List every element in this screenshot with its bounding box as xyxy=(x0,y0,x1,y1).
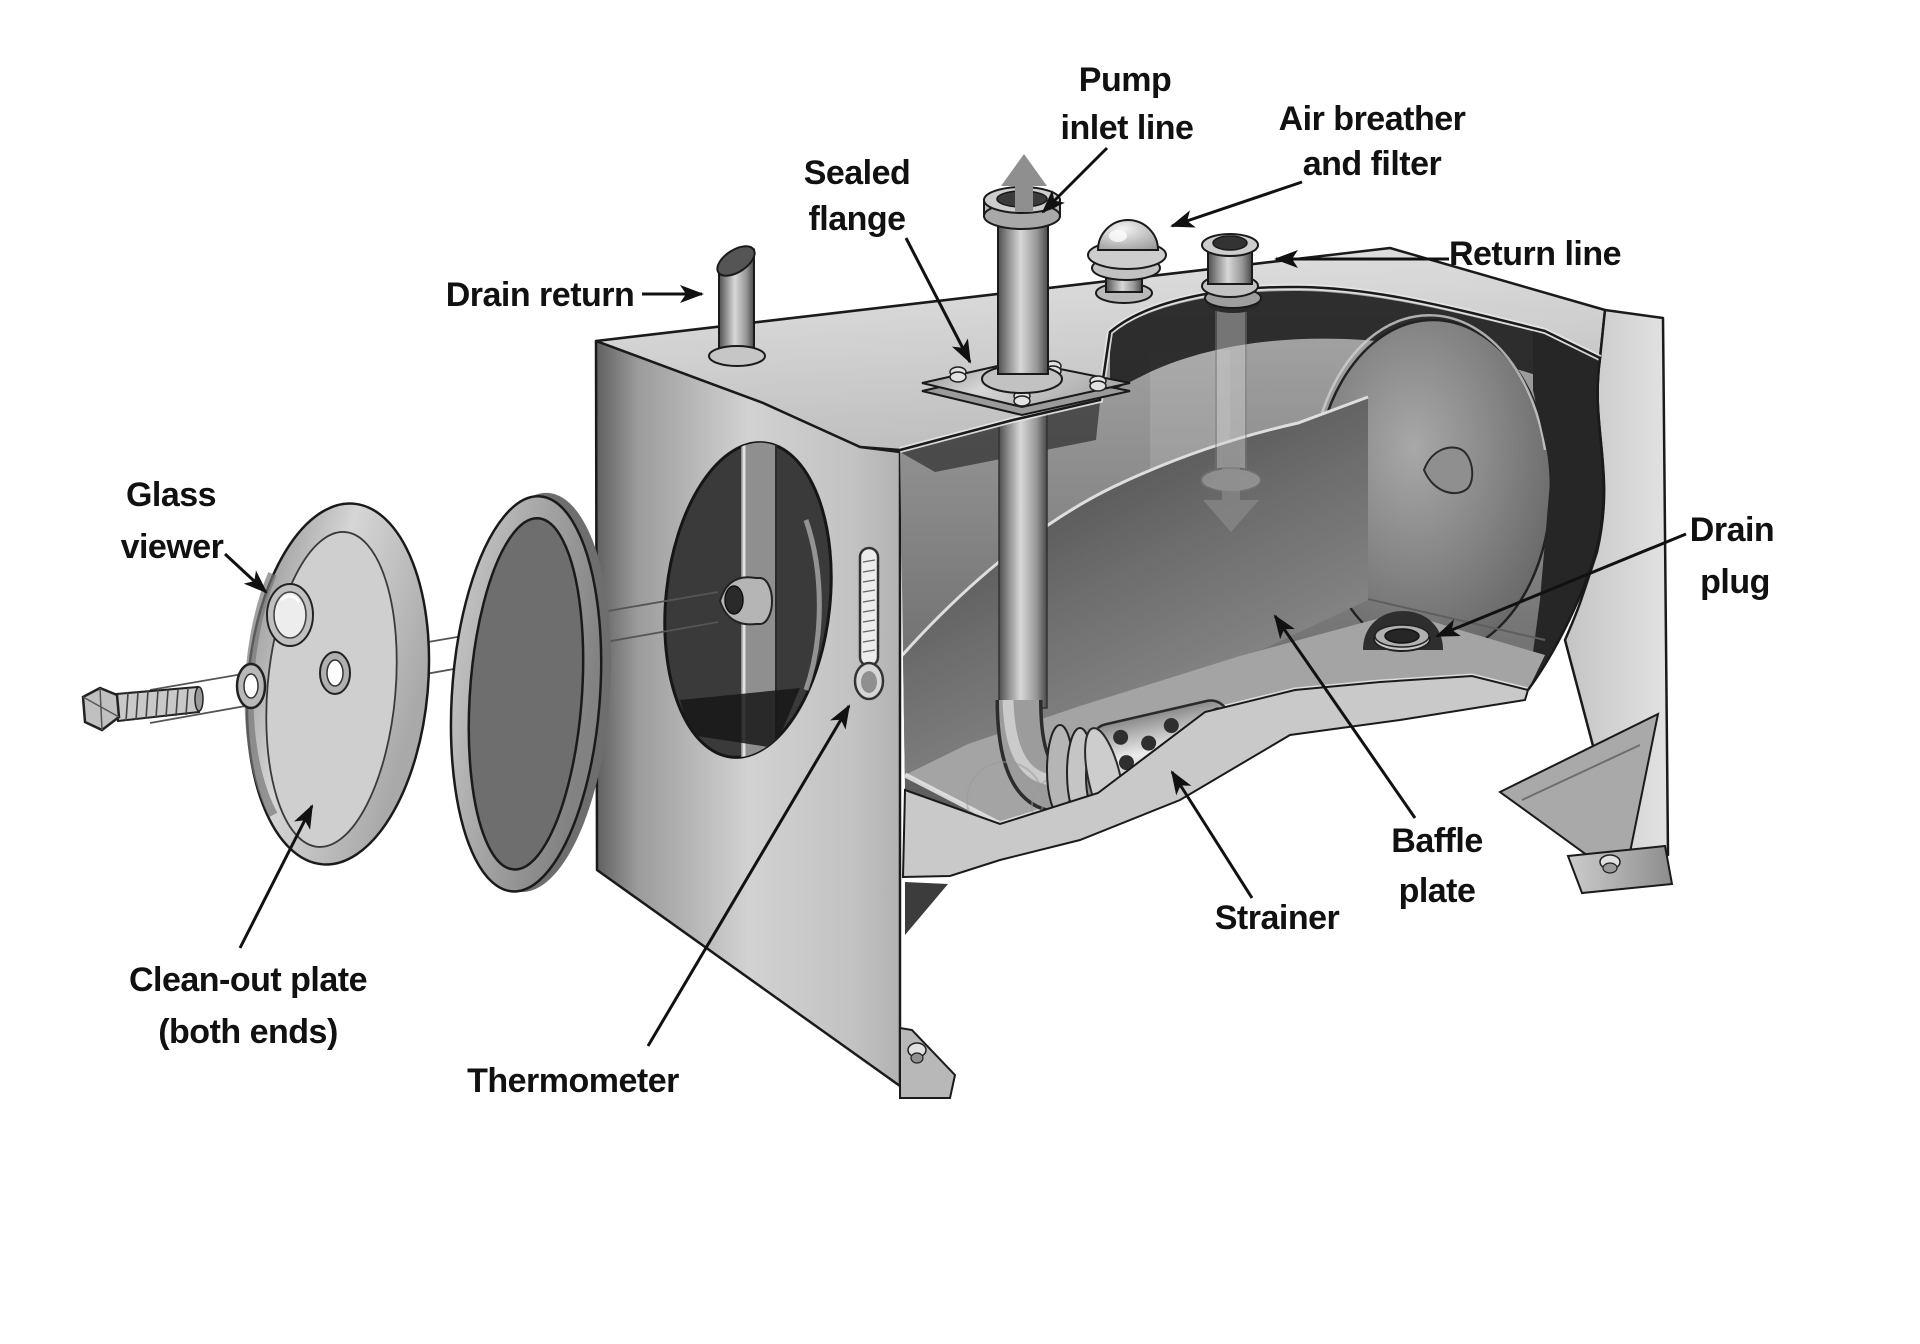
gasket-ring xyxy=(449,492,612,893)
pump-inlet-pipe xyxy=(983,186,1061,375)
return-line-fitting xyxy=(1201,233,1262,313)
label-air-breather-2: and filter xyxy=(1303,145,1442,183)
label-drain-plug-2: plug xyxy=(1700,563,1770,601)
leader-lines xyxy=(223,146,1687,1047)
dome-highlight xyxy=(1109,230,1127,242)
label-cleanout-plate-2: (both ends) xyxy=(158,1013,338,1051)
right-foot xyxy=(1566,844,1674,895)
bolt-threads xyxy=(125,687,189,722)
label-air-breather: Air breather xyxy=(1279,100,1466,138)
label-return-line: Return line xyxy=(1449,235,1621,273)
bottom-notch-shadow xyxy=(905,882,948,935)
cleanout-plate xyxy=(244,502,431,866)
labels: Pump inlet line Air breather and filter … xyxy=(121,61,1775,1100)
label-baffle-plate: Baffle xyxy=(1391,822,1482,860)
label-strainer: Strainer xyxy=(1215,899,1340,937)
label-glass-viewer: Glass xyxy=(126,476,216,514)
label-drain-plug: Drain xyxy=(1690,511,1774,549)
washer xyxy=(235,662,267,710)
leader-glass-viewer xyxy=(223,552,268,594)
right-inner-shadow xyxy=(1528,330,1604,690)
front-wall-band xyxy=(901,674,1530,879)
right-foot-bolt xyxy=(1599,854,1621,874)
top-cut-shadow xyxy=(1110,290,1600,392)
leader-baffle xyxy=(1273,614,1417,819)
leader-cleanout xyxy=(238,804,314,949)
label-thermometer: Thermometer xyxy=(467,1062,679,1100)
label-sealed-flange-2: flange xyxy=(808,200,905,238)
plate-center-hole xyxy=(319,651,351,695)
label-cleanout-plate: Clean-out plate xyxy=(129,961,367,999)
drain-plug-ring xyxy=(1373,624,1431,652)
sealed-flange-assembly xyxy=(921,154,1131,417)
ghost-arc xyxy=(966,761,1044,824)
flow-down-arrow xyxy=(1203,455,1259,532)
cut-edge-outline xyxy=(899,285,1605,691)
disc-boss xyxy=(1422,446,1474,495)
flow-up-arrow xyxy=(1001,154,1047,212)
leader-thermometer xyxy=(646,704,851,1047)
air-breather xyxy=(1087,219,1167,304)
label-glass-viewer-2: viewer xyxy=(121,528,224,566)
leader-pump-inlet xyxy=(1041,146,1109,214)
support-fold-line xyxy=(1521,744,1641,801)
label-sealed-flange: Sealed xyxy=(804,154,911,192)
label-drain-return: Drain return xyxy=(446,276,635,314)
label-baffle-plate-2: plate xyxy=(1399,872,1476,910)
bolt xyxy=(81,685,204,732)
drain-return-pipe xyxy=(708,245,766,367)
label-pump-inlet-line-2: inlet line xyxy=(1061,109,1194,147)
leader-strainer xyxy=(1170,770,1254,899)
opening-rim-light xyxy=(803,519,822,691)
thermometer-scale xyxy=(862,559,876,653)
leader-sealed-flange xyxy=(904,237,972,364)
baffle-top-edge xyxy=(900,395,1369,661)
thermometer xyxy=(853,546,885,701)
leader-drain-plug xyxy=(1435,532,1687,638)
center-foot xyxy=(899,1026,957,1099)
label-pump-inlet-line: Pump xyxy=(1079,61,1171,99)
leader-air-breather xyxy=(1170,180,1303,228)
opening-shadow xyxy=(680,688,800,748)
opening-boss xyxy=(718,576,773,626)
glass-viewer-port xyxy=(266,583,314,647)
